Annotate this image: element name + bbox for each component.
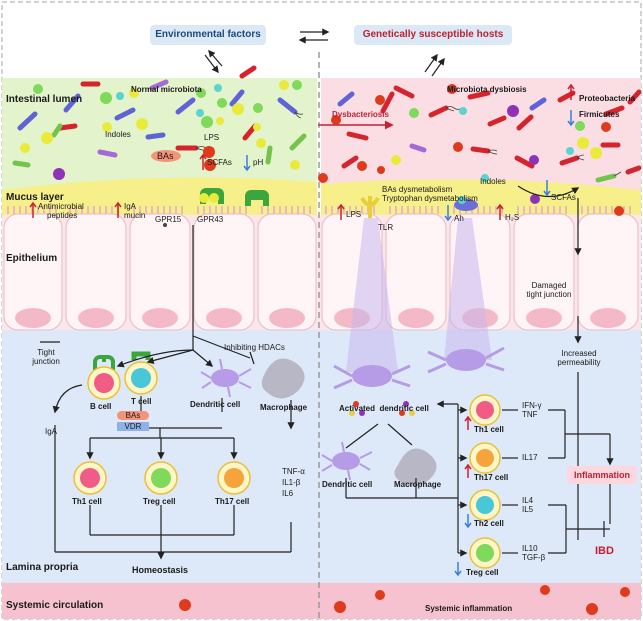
label-tight-junction-1: Tight: [37, 348, 55, 357]
label-ifng: IFN-γ: [522, 401, 542, 410]
left-dendritic-cell: [200, 358, 252, 398]
label-lamina-propria: Lamina propria: [6, 562, 79, 573]
label-dendritic-cell-left: Dendritic cell: [190, 400, 241, 409]
label-activated-dc: Activated dendritic cell: [339, 404, 429, 413]
label-ph: pH: [253, 158, 264, 167]
label-cytokine-1: TNF-α: [282, 467, 305, 476]
label-macrophage-right: Macrophage: [394, 480, 442, 489]
label-damaged-tj-1: Damaged: [531, 281, 567, 290]
label-cytokine-2: IL1-β: [282, 478, 301, 487]
right-inflamed-beams: [346, 218, 492, 372]
label-bas-dysmet: BAs dysmetabolism: [382, 185, 453, 194]
label-scfas-left: SCFAs: [207, 158, 232, 167]
label-ah: Ah: [454, 214, 464, 223]
label-th1-left: Th1 cell: [72, 497, 102, 506]
left-macrophage: [261, 358, 305, 399]
right-flagella: [445, 106, 622, 177]
label-antimicrobial-1: Antimicrobial: [38, 202, 84, 211]
right-lumen-arrows: [517, 185, 582, 256]
label-tight-junction-2: junction: [32, 357, 60, 366]
right-receptors: [360, 196, 478, 218]
mucus-left: [2, 177, 317, 215]
label-h2s: H₂S: [505, 213, 520, 222]
label-ibd: IBD: [595, 545, 614, 557]
label-increased-perm-1: Increased: [561, 349, 597, 358]
label-tlr: TLR: [378, 223, 394, 232]
label-normal-microbiota: Normal microbiota: [131, 85, 202, 94]
label-increased-perm-2: permeability: [557, 358, 601, 367]
label-lps-right: LPS: [346, 210, 362, 219]
label-intestinal-lumen: Intestinal lumen: [6, 94, 83, 105]
systemic-bg: [2, 583, 641, 619]
label-trp-dysmet: Tryptophan dysmetabolism: [382, 194, 478, 203]
environmental-factors-box: Environmental factors: [150, 25, 266, 45]
left-th-cells: [73, 461, 251, 495]
left-balls: [20, 80, 302, 180]
label-epithelium: Epithelium: [6, 253, 58, 264]
left-bas-ellipse: [151, 150, 181, 162]
label-tgfb: TGF-β: [522, 553, 546, 562]
left-b-cell: [87, 355, 121, 400]
right-th-cells: [469, 394, 501, 569]
label-tnf: TNF: [522, 410, 538, 419]
label-indoles-right: Indoles: [480, 177, 506, 186]
right-lamina-arrows: [345, 316, 614, 557]
label-systemic-inflammation: Systemic inflammation: [425, 604, 513, 613]
lumen-right-bg: [321, 78, 641, 196]
label-lps-left: LPS: [204, 133, 220, 142]
label-dysbacteriosis: Dysbacteriosis: [332, 110, 389, 119]
label-firmicutes: Firmicutes: [579, 110, 620, 119]
label-microbiota-dysbiosis: Microbiota dysbiosis: [447, 85, 527, 94]
label-bas-lamina: BAs: [117, 411, 149, 421]
left-t-cell: [124, 351, 158, 395]
label-antimicrobial-2: peptides: [47, 211, 78, 220]
label-th2-right: Th2 cell: [474, 519, 504, 528]
label-damaged-tj-2: tight junction: [526, 290, 572, 299]
label-th17-left: Th17 cell: [215, 497, 250, 506]
label-mucus-layer: Mucus layer: [6, 192, 64, 203]
label-th1-right: Th1 cell: [474, 425, 504, 434]
label-macrophage-left: Macrophage: [260, 403, 308, 412]
label-bas-left: BAs: [157, 151, 174, 161]
label-systemic-circulation: Systemic circulation: [6, 600, 104, 611]
right-bacteria: [337, 85, 642, 183]
label-t-cell: T cell: [131, 397, 152, 406]
right-dots: [349, 401, 415, 416]
right-activated-dcs: [333, 346, 505, 390]
label-il17: IL17: [522, 453, 538, 462]
label-cytokine-3: IL6: [282, 489, 294, 498]
label-gpr15: GPR15: [155, 215, 182, 224]
label-treg-right: Treg cell: [466, 568, 499, 577]
microvilli: [7, 206, 631, 214]
left-bacteria: [12, 65, 307, 168]
label-iga-left: IgA: [45, 427, 58, 436]
left-receptors: [163, 146, 269, 227]
label-indoles-left: Indoles: [105, 130, 131, 139]
label-homeostasis: Homeostasis: [132, 565, 189, 575]
right-balls: [318, 84, 624, 216]
top-arrows: [204, 28, 445, 77]
label-dendritic-cell-right: Dendritic cell: [322, 480, 373, 489]
label-iga-2: mucin: [124, 211, 146, 220]
label-gpr43: GPR43: [197, 215, 224, 224]
inflammation-box: Inflammation: [567, 466, 637, 484]
label-il10: IL10: [522, 544, 538, 553]
label-b-cell: B cell: [90, 402, 112, 411]
label-th17-right: Th17 cell: [474, 473, 509, 482]
label-scfas-right: SCFAs: [551, 193, 576, 202]
genetic-hosts-box: Genetically susceptible hosts: [354, 25, 512, 45]
label-proteobacteria: Proteobacteria: [579, 94, 636, 103]
systemic-dots: [179, 585, 630, 615]
right-dc-macro: [321, 441, 437, 487]
left-lamina-arrows: [40, 225, 295, 560]
indicator-arrows: [29, 83, 575, 577]
label-inhibiting-hdacs: Inhibiting HDACs: [224, 343, 285, 352]
label-il5: IL5: [522, 505, 534, 514]
label-treg-left: Treg cell: [143, 497, 176, 506]
label-iga-1: IgA: [124, 202, 137, 211]
label-vdr: VDR: [117, 422, 149, 432]
label-il4: IL4: [522, 496, 534, 505]
